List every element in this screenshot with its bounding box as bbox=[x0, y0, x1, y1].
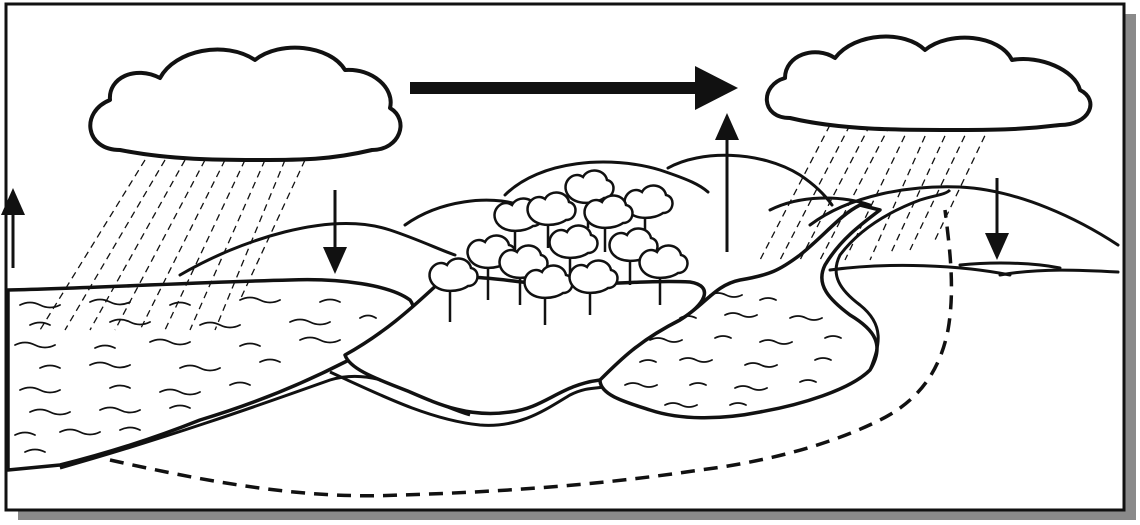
diagram-canvas bbox=[0, 0, 1140, 525]
water-cycle-diagram bbox=[0, 0, 1140, 525]
